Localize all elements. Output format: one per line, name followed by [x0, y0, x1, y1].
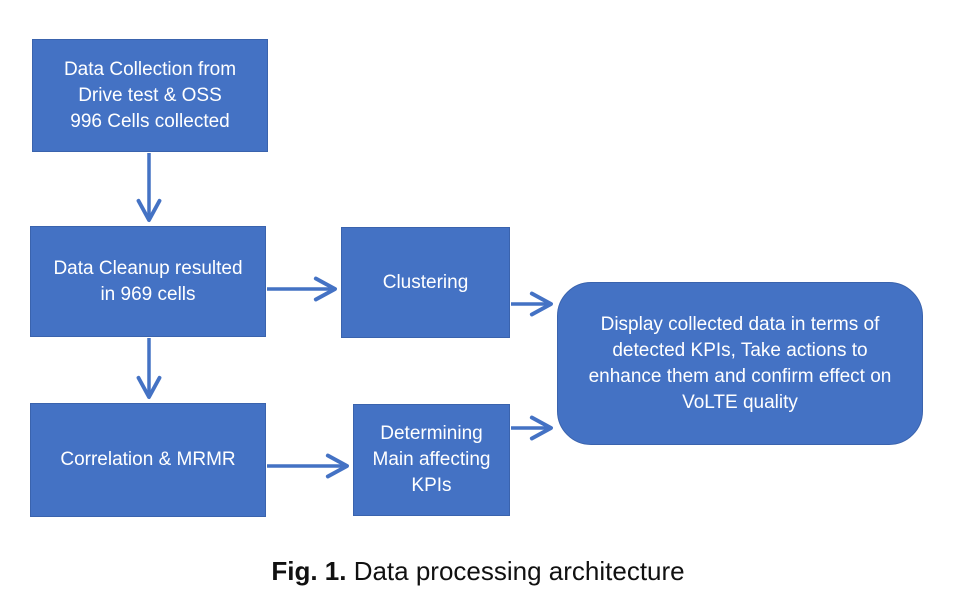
node-data-collection-label: Data Collection from Drive test & OSS 99…	[63, 58, 237, 132]
node-display-results: Display collected data in terms of detec…	[557, 282, 923, 445]
node-clustering-label: Clustering	[382, 271, 469, 293]
figure-caption: Fig. 1. Data processing architecture	[0, 556, 956, 587]
node-data-cleanup: Data Cleanup resulted in 969 cells	[30, 226, 266, 337]
node-determining-kpis: Determining Main affecting KPIs	[353, 404, 510, 516]
node-display-results-label: Display collected data in terms of detec…	[588, 313, 892, 413]
node-determining-kpis-label: Determining Main affecting KPIs	[372, 423, 491, 496]
figure-caption-label: Fig. 1.	[271, 556, 347, 586]
node-correlation-mrmr: Correlation & MRMR	[30, 403, 266, 517]
node-correlation-mrmr-label: Correlation & MRMR	[60, 449, 236, 470]
node-data-cleanup-label: Data Cleanup resulted in 969 cells	[53, 257, 243, 305]
node-data-collection: Data Collection from Drive test & OSS 99…	[32, 39, 268, 152]
figure-caption-text: Data processing architecture	[346, 556, 685, 586]
node-clustering: Clustering	[341, 227, 510, 338]
